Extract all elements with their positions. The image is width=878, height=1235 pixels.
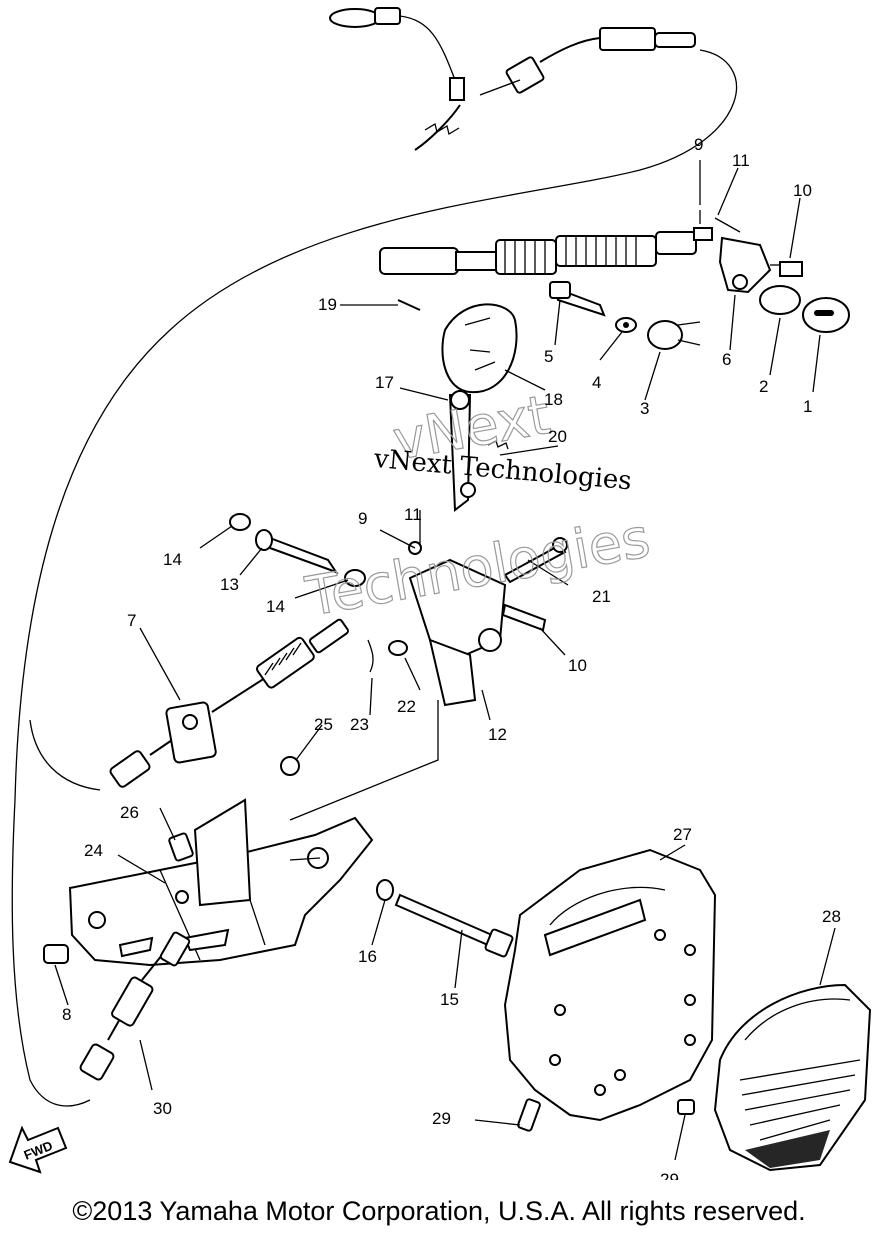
callout-29-left: 29 — [432, 1109, 451, 1128]
callout-10-lower: 10 — [568, 656, 587, 675]
callout-27: 27 — [673, 825, 692, 844]
parts-diagram: FWD — [8, 7, 872, 1180]
shift-cable-upper — [379, 227, 713, 275]
callout-8: 8 — [62, 1005, 71, 1024]
callout-10-upper: 10 — [793, 181, 812, 200]
callout-13: 13 — [220, 575, 239, 594]
callout-26: 26 — [120, 803, 139, 822]
callout-labels: 1 2 3 4 5 6 7 8 9 9 10 10 11 11 12 13 14… — [62, 135, 841, 1180]
forward-arrow-icon: FWD — [8, 1125, 68, 1174]
callout-17: 17 — [375, 373, 394, 392]
callout-25: 25 — [314, 715, 333, 734]
mounting-bracket — [43, 756, 394, 967]
cable-adjuster — [79, 931, 191, 1081]
callout-16: 16 — [358, 947, 377, 966]
callout-4: 4 — [592, 373, 601, 392]
callout-23: 23 — [350, 715, 369, 734]
callout-6: 6 — [722, 350, 731, 369]
callout-9-upper: 9 — [694, 135, 703, 154]
callout-19: 19 — [318, 295, 337, 314]
upper-linkage-parts — [549, 210, 850, 350]
copyright-notice: ©2013 Yamaha Motor Corporation, U.S.A. A… — [72, 1196, 806, 1226]
callout-22: 22 — [397, 697, 416, 716]
shift-lever-assembly — [397, 299, 518, 512]
callout-28: 28 — [822, 907, 841, 926]
callout-20: 20 — [548, 427, 567, 446]
upper-cable-end — [329, 7, 696, 151]
shift-cable-lower — [109, 618, 349, 788]
callout-5: 5 — [544, 347, 553, 366]
callout-14-upper: 14 — [163, 550, 182, 569]
long-bolt — [394, 893, 514, 958]
callout-11-lower: 11 — [404, 505, 422, 524]
callout-12: 12 — [488, 725, 507, 744]
callout-14-lower: 14 — [266, 597, 285, 616]
leader-lines — [54, 160, 836, 1161]
callout-1: 1 — [803, 397, 812, 416]
callout-9-lower: 9 — [358, 509, 367, 528]
callout-21: 21 — [592, 587, 611, 606]
shift-pin-assembly — [229, 513, 366, 587]
callout-18: 18 — [544, 390, 563, 409]
callout-2: 2 — [759, 377, 768, 396]
outer-cover — [713, 983, 872, 1172]
shift-cable-outer-loop — [11, 49, 738, 1107]
callout-3: 3 — [640, 399, 649, 418]
callout-11-upper: 11 — [732, 151, 750, 170]
shift-arm-bracket — [367, 537, 568, 707]
side-cover — [503, 848, 717, 1132]
callout-24: 24 — [84, 841, 103, 860]
callout-30: 30 — [153, 1099, 172, 1118]
callout-7: 7 — [127, 611, 136, 630]
callout-15: 15 — [440, 990, 459, 1009]
callout-29-right: 29 — [660, 1170, 679, 1180]
